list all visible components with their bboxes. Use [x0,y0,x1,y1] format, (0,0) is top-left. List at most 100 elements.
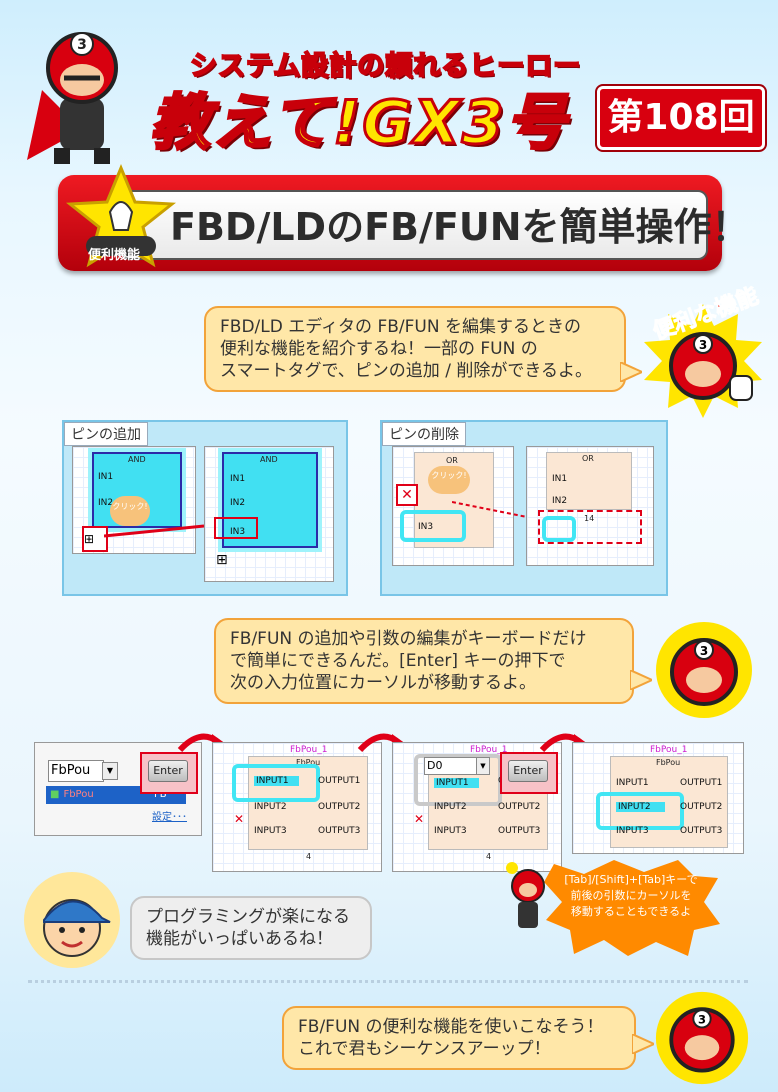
series-subtitle: システム設計の頼れるヒーロー [189,50,582,83]
step2-number: 4 [306,852,312,861]
hero-face-burst-icon: 3 [644,304,762,418]
delete-tag-icon-3: ✕ [414,812,425,826]
boy-line-2: 機能がいっぱいあるね！ [146,929,333,949]
fb-icon: ■ [50,789,60,800]
intro-bubble: FBD/LD エディタの FB/FUN を編集するときの 便利な機能を紹介するね… [204,306,626,392]
fb-name-combobox[interactable]: FbPou [48,760,104,782]
closing-line-1: FB/FUN の便利な機能を使いこなそう！ [298,1017,604,1037]
smart-tag-button[interactable]: ⊞ [82,526,108,552]
boy-line-1: プログラミングが楽になる [146,907,350,927]
star-badge-icon [66,164,176,268]
bubble-tail-icon-2 [630,670,652,690]
keyboard-line-3: 次の入力位置にカーソルが移動するよ。 [230,673,536,693]
and-pin-in1: IN1 [98,472,114,482]
click-label: クリック! [112,502,148,511]
step2-output1: OUTPUT1 [318,776,361,786]
bubble-tail-icon-3 [632,1034,654,1054]
and-pin-in2: IN2 [98,498,114,508]
boy-mascot-icon [24,872,120,968]
pin-delete-label: ピンの削除 [382,422,466,446]
closing-bubble: FB/FUN の便利な機能を使いこなそう！ これで君もシーケンスアーップ！ [282,1006,636,1070]
and-after-pin-in3: IN3 [214,517,258,539]
smart-tag-icon[interactable]: ⊞ [216,552,228,568]
svg-text:3: 3 [77,37,87,53]
deleted-pin-highlight [542,516,576,542]
arrow-red-icon [104,520,214,538]
delete-pin-button[interactable]: ✕ [396,484,418,506]
step4-output2: OUTPUT2 [680,802,723,812]
bubble-tail-icon [620,362,642,382]
or-pin-in3-highlight: IN3 [400,510,466,542]
or-block-name-after: OR [582,454,594,463]
delete-tag-icon: ✕ [234,812,245,826]
series-title: 教えて!GX3号 [149,87,568,160]
hero-mini-icon [506,862,545,928]
step3-input3: INPUT3 [434,826,467,836]
step2-input2: INPUT2 [254,802,287,812]
step4-output3: OUTPUT3 [680,826,723,836]
or-after-pin-in1: IN1 [552,474,568,484]
step2-output3: OUTPUT3 [318,826,361,836]
issue-badge: 第108回 [597,86,765,150]
topic-badge-label: 便利機能 [88,248,141,263]
fb-block-2 [248,756,368,850]
topic-banner-inner [120,190,708,260]
and-after-pin-in1: IN1 [230,474,246,484]
enter-key-1[interactable]: Enter [148,760,188,782]
and-block-name: AND [128,455,146,464]
hero-face-icon-3: 3 [655,991,749,1085]
topic-title: FBD/LDのFB/FUNを簡単操作！ [170,205,750,249]
enter-key-2[interactable]: Enter [508,760,548,782]
svg-text:3: 3 [698,1013,706,1027]
input1-highlight [232,764,320,802]
or-after-pin-in2: IN2 [552,496,568,506]
and-block-name-after: AND [260,455,278,464]
keyboard-line-2: で簡単にできるんだ。[Enter] キーの押下で [230,651,566,671]
svg-text:3: 3 [699,338,707,352]
intro-line-2: 便利な機能を紹介するね！一部の FUN の [220,339,538,359]
fb-instance-name-3: FbPou_1 [470,745,508,755]
arg-value-input[interactable]: D0 [424,757,478,775]
step2-input1: INPUT1 [254,776,299,786]
pin-add-label: ピンの追加 [64,422,148,446]
or-block-after [546,452,632,510]
keyboard-line-1: FB/FUN の追加や引数の編集がキーボードだけ [230,629,587,649]
deleted-pin-area [538,510,642,544]
step2-input3: INPUT3 [254,826,287,836]
combobox-chevron-down-icon[interactable]: ▼ [102,762,118,780]
step4-input2: INPUT2 [616,802,665,812]
svg-text:3: 3 [700,644,708,658]
fb-instance-name: FbPou_1 [290,745,328,755]
step4-input3: INPUT3 [616,826,649,836]
step4-output1: OUTPUT1 [680,778,723,788]
section-divider [28,980,748,983]
tip-line-1: [Tab]/[Shift]+[Tab]キーで [564,873,698,886]
step3-input2: INPUT2 [434,802,467,812]
closing-line-2: これで君もシーケンスアーップ！ [298,1039,551,1059]
step4-input1: INPUT1 [616,778,649,788]
settings-link[interactable]: 設定･･･ [152,812,187,823]
or-block-name: OR [446,456,458,465]
step3-number: 4 [486,852,492,861]
or-block-number: 14 [584,514,595,523]
step3-output2: OUTPUT2 [498,802,541,812]
tip-text: [Tab]/[Shift]+[Tab]キーで 前後の引数にカーソルを 移動するこ… [556,872,706,920]
step2-output2: OUTPUT2 [318,802,361,812]
intro-line-3: スマートタグで、ピンの追加 / 削除ができるよ。 [220,361,593,381]
hero-face-icon-2: 3 [656,622,752,718]
tip-line-2: 前後の引数にカーソルを [570,889,692,902]
click-hand-icon-2: クリック! [428,466,470,494]
boy-bubble: プログラミングが楽になる 機能がいっぱいあるね！ [130,896,372,960]
keyboard-bubble: FB/FUN の追加や引数の編集がキーボードだけ で簡単にできるんだ。[Ente… [214,618,634,704]
arg-chevron-down-icon[interactable]: ▼ [476,757,490,775]
fb-type-4: FbPou [656,758,681,767]
and-block-after [222,452,318,548]
intro-line-1: FBD/LD エディタの FB/FUN を編集するときの [220,317,581,337]
click-label-2: クリック! [431,471,467,480]
step3-input1: INPUT1 [434,778,479,788]
step3-output3: OUTPUT3 [498,826,541,836]
fb-type-2: FbPou [296,758,321,767]
click-hand-icon: クリック! [110,496,150,526]
tip-burst-shape [544,860,720,956]
fb-instance-name-4: FbPou_1 [650,745,688,755]
